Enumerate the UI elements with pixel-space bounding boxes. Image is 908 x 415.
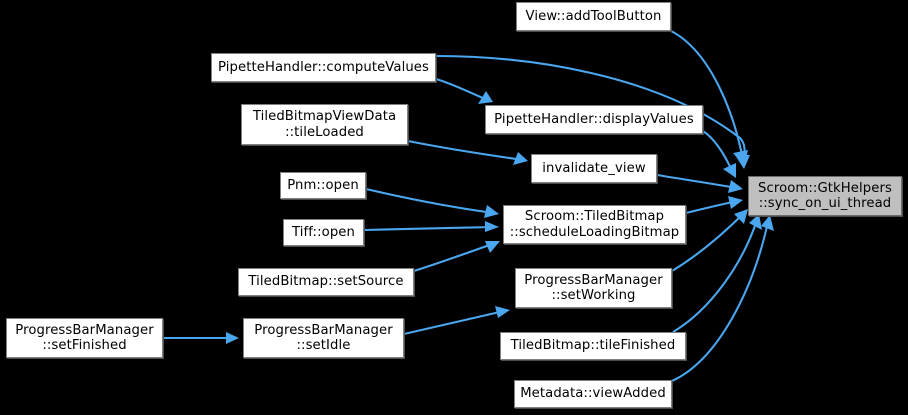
edge-set_source-to-schedule_loading_bitmap <box>413 241 500 272</box>
node-label-tile_loaded: TiledBitmapViewData ::tileLoaded <box>252 109 397 140</box>
node-label-set_source: TiledBitmap::setSource <box>248 274 404 290</box>
node-set_idle[interactable]: ProgressBarManager ::setIdle <box>243 318 404 358</box>
node-label-display_values: PipetteHandler::displayValues <box>494 111 694 127</box>
edge-schedule_loading_bitmap-to-sync_on_ui_thread <box>685 196 743 215</box>
edge-view_added-to-sync_on_ui_thread <box>671 215 774 382</box>
edge-compute_values-to-sync_on_ui_thread <box>435 54 750 169</box>
node-set_source[interactable]: TiledBitmap::setSource <box>238 268 414 296</box>
edge-invalidate_view-to-sync_on_ui_thread <box>656 173 743 193</box>
node-tile_loaded[interactable]: TiledBitmapViewData ::tileLoaded <box>241 104 408 145</box>
edge-display_values-to-sync_on_ui_thread <box>702 130 736 178</box>
node-schedule_loading_bitmap[interactable]: Scroom::TiledBitmap ::scheduleLoadingBit… <box>503 205 686 244</box>
node-set_finished[interactable]: ProgressBarManager ::setFinished <box>6 318 163 358</box>
node-label-compute_values: PipetteHandler::computeValues <box>217 59 429 75</box>
node-view_added[interactable]: Metadata::viewAdded <box>514 380 672 408</box>
node-label-pnm_open: Pnm::open <box>287 177 359 193</box>
node-set_working[interactable]: ProgressBarManager ::setWorking <box>515 268 672 308</box>
node-label-sync_on_ui_thread: Scroom::GtkHelpers ::sync_on_ui_thread <box>758 180 892 212</box>
node-display_values[interactable]: PipetteHandler::displayValues <box>485 105 703 134</box>
edge-tiff_open-to-schedule_loading_bitmap <box>363 221 499 232</box>
node-invalidate_view[interactable]: invalidate_view <box>531 154 657 183</box>
node-label-view_added: Metadata::viewAdded <box>520 386 666 402</box>
edge-tile_finished-to-sync_on_ui_thread <box>672 214 762 333</box>
node-label-set_idle: ProgressBarManager ::setIdle <box>254 322 393 354</box>
node-add_tool_button[interactable]: View::addToolButton <box>516 2 671 31</box>
node-tile_finished[interactable]: TiledBitmap::tileFinished <box>500 332 686 360</box>
node-label-invalidate_view: invalidate_view <box>542 160 646 176</box>
node-label-tile_finished: TiledBitmap::tileFinished <box>510 338 676 354</box>
edge-set_finished-to-set_idle <box>162 332 239 344</box>
edge-pnm_open-to-schedule_loading_bitmap <box>365 187 499 218</box>
node-label-set_working: ProgressBarManager ::setWorking <box>524 272 663 304</box>
node-label-schedule_loading_bitmap: Scroom::TiledBitmap ::scheduleLoadingBit… <box>509 209 680 240</box>
edge-compute_values-to-display_values <box>435 77 493 104</box>
node-label-set_finished: ProgressBarManager ::setFinished <box>15 322 154 354</box>
edge-add_tool_button-to-sync_on_ui_thread <box>670 30 748 167</box>
node-sync_on_ui_thread[interactable]: Scroom::GtkHelpers ::sync_on_ui_thread <box>748 176 902 216</box>
edge-tile_loaded-to-invalidate_view <box>407 139 528 165</box>
node-label-tiff_open: Tiff::open <box>292 224 355 240</box>
edge-set_working-to-sync_on_ui_thread <box>671 209 748 272</box>
node-compute_values[interactable]: PipetteHandler::computeValues <box>211 53 436 82</box>
node-label-add_tool_button: View::addToolButton <box>525 8 662 24</box>
edge-set_idle-to-set_working <box>403 306 510 336</box>
node-pnm_open[interactable]: Pnm::open <box>280 172 366 199</box>
node-tiff_open[interactable]: Tiff::open <box>283 219 364 246</box>
